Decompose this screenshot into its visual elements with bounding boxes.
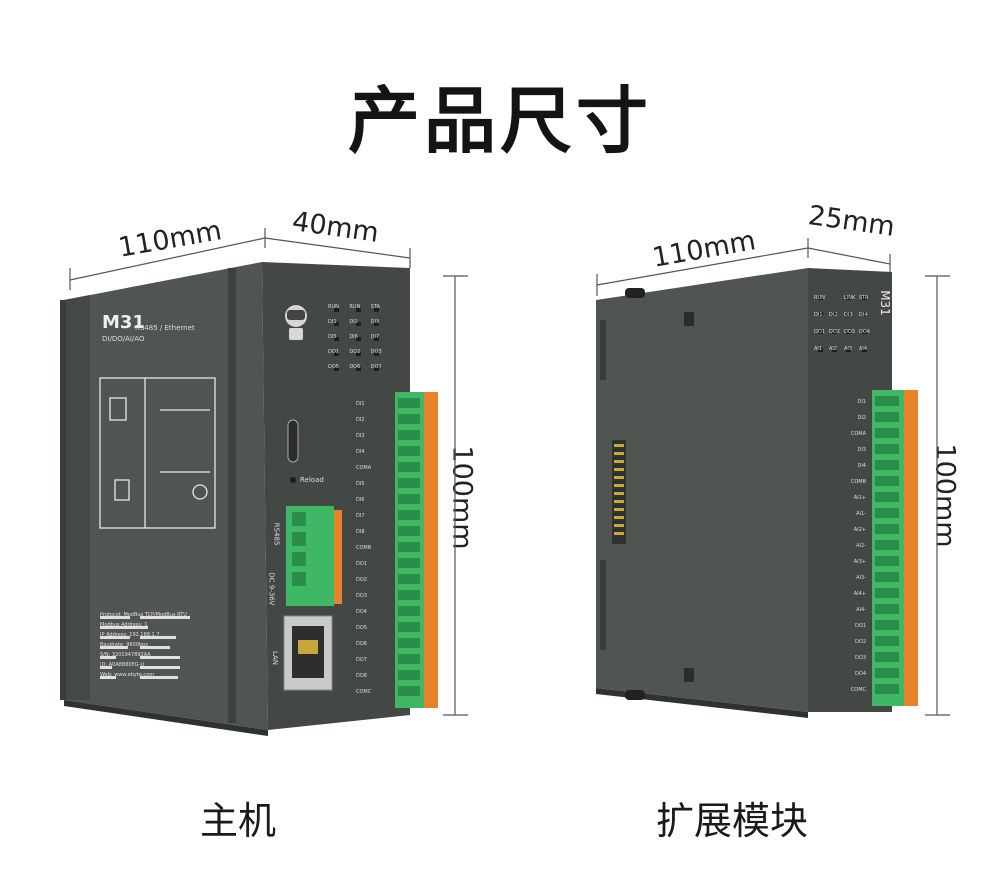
led-label: DI3 <box>844 312 853 318</box>
terminal-label: AI1- <box>856 511 866 517</box>
expansion-unit <box>596 268 918 718</box>
terminal-label: DI2 <box>356 417 365 423</box>
led-label: DI2 <box>829 312 838 318</box>
terminal-label: COMC <box>356 689 372 695</box>
terminal-label: AI3- <box>856 575 866 581</box>
terminal-label: DO7 <box>356 657 367 663</box>
main-terminal-labels: DI1 DI2 DI3 DI4 COMA DI5 DI6 DI7 DI8 COM… <box>356 396 371 700</box>
page-title: 产品尺寸 <box>347 79 652 163</box>
terminal-label: COMB <box>850 479 866 485</box>
terminal-label: DI4 <box>356 449 365 455</box>
led-label: DO5 <box>328 364 339 370</box>
led-label: AI3 <box>844 346 853 352</box>
led-label: LINK <box>844 295 856 301</box>
expansion-terminal-labels: DI1 DI2 COMA DI3 DI4 COMB AI1+ AI1- AI2+… <box>836 394 866 698</box>
main-model-label: M31 <box>102 312 145 333</box>
main-power-label: DC 9-36V <box>267 572 276 606</box>
terminal-label: DI7 <box>356 513 365 519</box>
terminal-label: AI4+ <box>853 591 866 597</box>
terminal-label: AI2+ <box>853 527 866 533</box>
led-label: DI3 <box>370 319 380 325</box>
main-port-label: RS485 / Ethernet <box>135 324 195 332</box>
led-label: RUN <box>328 304 339 310</box>
terminal-label: COMA <box>850 431 866 437</box>
main-led-labels: RUN RUN STA DI1 DI2 DI3 DI5 DI6 DI7 DO1 … <box>328 300 392 375</box>
info-row-address: Modbus Address: 1 <box>100 622 148 628</box>
led-label: DO1 <box>328 349 339 355</box>
terminal-label: DO4 <box>356 609 367 615</box>
terminal-label: DO6 <box>356 641 367 647</box>
terminal-label: DO3 <box>356 593 367 599</box>
main-info-block: Protocol: ModBus TCP/ModBus RTU Modbus A… <box>100 610 220 680</box>
led-label: RUN <box>349 304 361 310</box>
main-subtitle-label: DI/DO/AI/AO <box>102 335 145 343</box>
terminal-label: DI1 <box>356 401 365 407</box>
led-label: DI7 <box>370 334 380 340</box>
led-label: DO7 <box>370 364 382 370</box>
terminal-label: DI5 <box>356 481 365 487</box>
terminal-label: DI4 <box>857 463 866 469</box>
terminal-label: DO8 <box>356 673 367 679</box>
terminal-label: AI1+ <box>853 495 866 501</box>
expansion-model-label: M31 <box>877 290 892 316</box>
led-label: DO4 <box>859 329 870 335</box>
terminal-label: DI8 <box>356 529 365 535</box>
led-label: DO3 <box>370 349 382 355</box>
info-row-sn: S/N: 3201947892AA <box>100 652 151 658</box>
main-lan-label: LAN <box>271 650 280 666</box>
led-label: DI6 <box>349 334 358 340</box>
terminal-label: DI2 <box>857 415 866 421</box>
led-label: AI1 <box>814 346 823 352</box>
main-unit-caption: 主机 <box>199 799 276 843</box>
led-label: DO1 <box>814 329 825 335</box>
info-row-ip: IP Address: 192.168.1.7 <box>100 632 160 638</box>
led-label: DI5 <box>328 334 337 340</box>
led-label: DI4 <box>859 312 868 318</box>
main-unit <box>60 262 438 736</box>
led-label: DO2 <box>349 349 361 355</box>
terminal-label: AI2- <box>856 543 866 549</box>
terminal-label: DI1 <box>857 399 866 405</box>
terminal-label: COMA <box>356 465 372 471</box>
led-label: STA <box>370 304 380 310</box>
terminal-label: DI3 <box>356 433 365 439</box>
terminal-label: DO4 <box>855 671 866 677</box>
main-usb-label: Reload <box>300 476 324 484</box>
led-label: STA <box>859 295 869 301</box>
led-label: DO2 <box>829 329 840 335</box>
main-dimension-lines <box>69 228 468 716</box>
led-label: RUN <box>814 295 825 301</box>
terminal-label: DI3 <box>857 447 866 453</box>
info-row-id: ID: A0A8B80EG-U <box>100 662 145 668</box>
expansion-led-labels: RUN LINK STA DI1 DI2 DI3 DI4 DO1 DO2 DO3… <box>814 290 874 358</box>
terminal-label: COMC <box>850 687 866 693</box>
terminal-label: DO2 <box>356 577 367 583</box>
led-label: DO3 <box>844 329 855 335</box>
terminal-label: DO2 <box>855 639 866 645</box>
led-label: DI1 <box>328 319 337 325</box>
expansion-unit-caption: 扩展模块 <box>655 799 808 843</box>
terminal-label: DO3 <box>855 655 866 661</box>
terminal-label: DO1 <box>356 561 367 567</box>
expansion-dimension-lines <box>596 238 950 716</box>
terminal-label: AI3+ <box>853 559 866 565</box>
main-rs485-label: RS485 <box>272 522 281 546</box>
led-label: DO6 <box>349 364 361 370</box>
info-row-web: Web: www.ebyte.com <box>100 672 155 678</box>
terminal-label: DO5 <box>356 625 367 631</box>
led-label: DI1 <box>814 312 823 318</box>
terminal-label: COMB <box>356 545 372 551</box>
info-row-baud: Baudrate: 9600bps <box>100 642 148 648</box>
terminal-label: DI6 <box>356 497 365 503</box>
led-label: AI4 <box>859 346 868 352</box>
terminal-label: DO1 <box>855 623 866 629</box>
led-label: DI2 <box>349 319 358 325</box>
info-row-protocol: Protocol: ModBus TCP/ModBus RTU <box>100 612 187 618</box>
terminal-label: AI4- <box>856 607 866 613</box>
led-label: AI2 <box>829 346 838 352</box>
